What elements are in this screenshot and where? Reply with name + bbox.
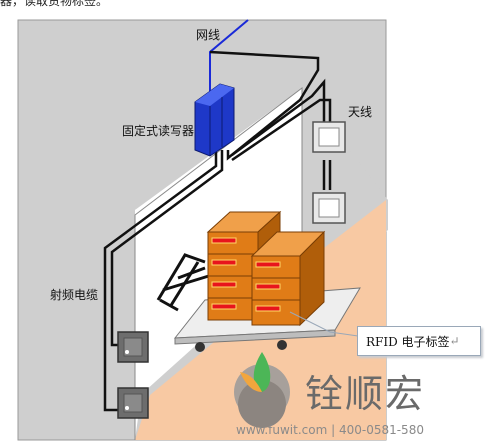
callout-pointer xyxy=(289,311,359,337)
brand-name: 铨顺宏 xyxy=(305,372,426,416)
antenna-top xyxy=(312,121,346,153)
antenna-bottom xyxy=(312,192,346,224)
top-caption: 器，读取货物标签。 xyxy=(0,0,109,8)
rf-cable-lines xyxy=(103,50,332,412)
rf-cable-label: 射频电缆 xyxy=(50,288,99,302)
fixed-reader-device xyxy=(194,83,235,157)
brand-url-phone: www.fuwit.com | 400-0581-580 xyxy=(236,423,424,437)
rfid-tag-callout-text: RFID 电子标签 xyxy=(366,334,450,349)
rfid-tag-callout: RFID 电子标签 ↵ xyxy=(357,326,481,356)
antenna-left-bottom xyxy=(117,387,149,419)
network-cable-label: 网线 xyxy=(196,28,221,42)
fixed-reader-label: 固定式读写器 xyxy=(122,124,195,138)
rfid-tags xyxy=(211,237,281,312)
antenna-left-top xyxy=(117,331,149,363)
antenna-label: 天线 xyxy=(348,105,373,119)
pallet-jack-handle xyxy=(156,253,213,312)
paragraph-mark-icon: ↵ xyxy=(449,334,460,348)
brand-logo-icon xyxy=(234,352,290,428)
